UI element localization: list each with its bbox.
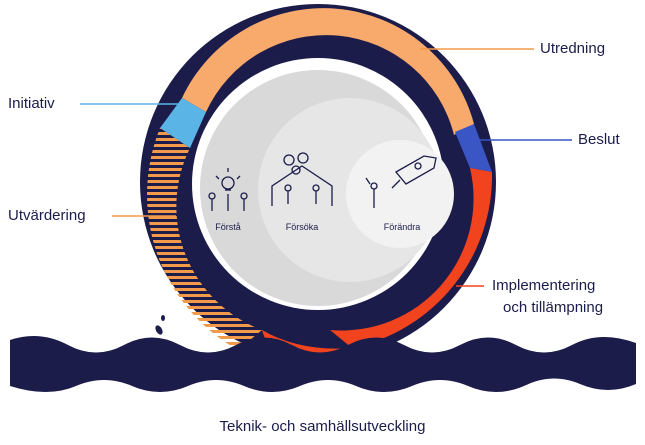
callout-implementering-line2: och tillämpning: [503, 299, 604, 316]
callout-initiativ: Initiativ: [8, 95, 55, 112]
callout-beslut: Beslut: [578, 131, 620, 148]
lightbulb-people-icon: [208, 168, 248, 211]
rocket-icon: [365, 155, 437, 208]
utredning-arc: [182, 8, 474, 136]
callout-implementering-line1: Implementering: [492, 277, 596, 294]
stage-label-forsta: Förstå: [215, 222, 241, 232]
forandra-disc: [346, 140, 454, 248]
gears-people-icon: [271, 152, 333, 206]
waves: [10, 336, 636, 392]
initiativ-segment: [160, 98, 206, 148]
callout-utvardering: Utvärdering: [8, 207, 86, 224]
callout-utredning: Utredning: [540, 40, 606, 57]
stage-label-forandra: Förändra: [384, 222, 421, 232]
diagram-caption: Teknik- och samhällsutveckling: [219, 418, 426, 435]
water-splash-icon: [155, 315, 165, 335]
implementering-arc: [330, 168, 493, 348]
stage-label-forsoka: Försöka: [286, 222, 319, 232]
utvardering-arc: [147, 128, 262, 350]
beslut-segment: [455, 124, 492, 172]
